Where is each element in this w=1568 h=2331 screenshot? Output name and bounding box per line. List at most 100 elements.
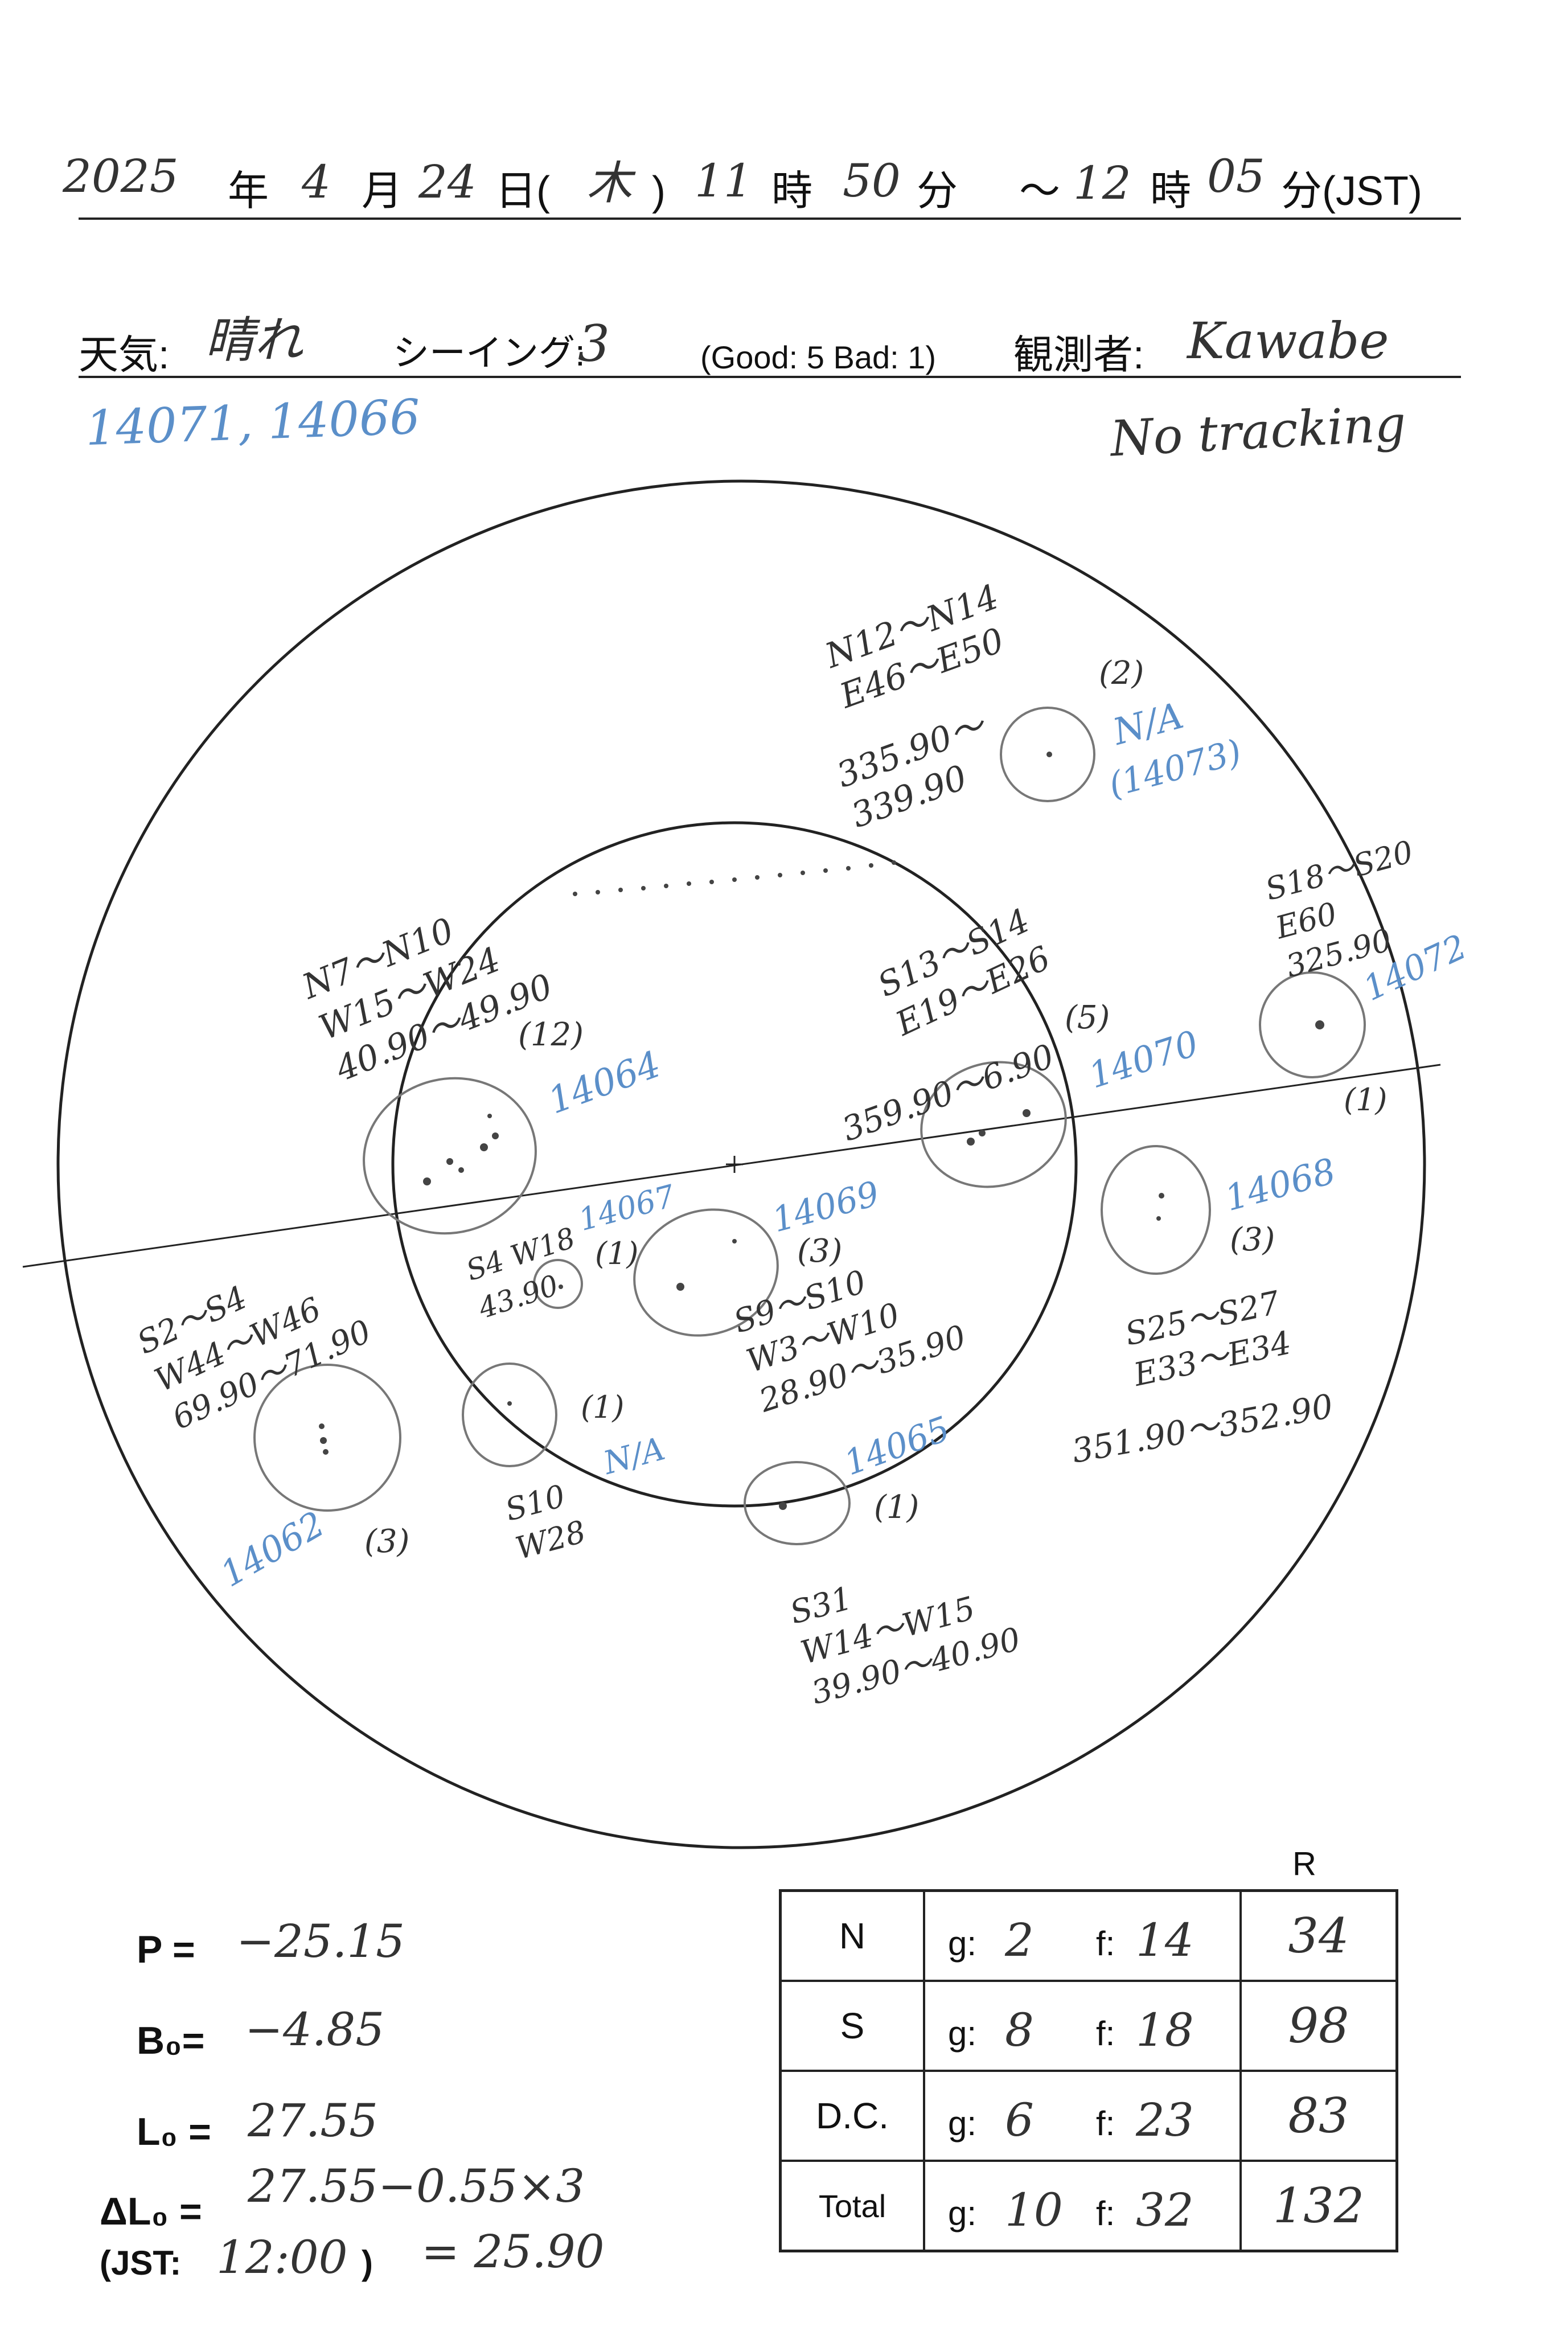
count-s9: (3) <box>797 1233 843 1270</box>
f-value: 32 <box>1136 2184 1194 2236</box>
end-min-unit: 分(JST) <box>1281 169 1422 214</box>
observer-value: Kawabe <box>1187 311 1389 370</box>
g-value: 6 <box>1005 2094 1034 2147</box>
r-value: 34 <box>1288 1908 1349 1964</box>
r-cell: 132 <box>1239 2160 1398 2252</box>
group-ellipse-14068 <box>1101 1145 1211 1275</box>
r-cell: 83 <box>1239 2070 1398 2162</box>
time-tilde: ～ <box>1019 169 1061 214</box>
jst-close: ) <box>362 2244 373 2282</box>
l0-value: 27.55 <box>248 2094 379 2147</box>
b0-value: −4.85 <box>245 2003 385 2056</box>
f-label: f: <box>1096 2104 1115 2143</box>
count-14068: (3) <box>1230 1221 1275 1258</box>
group-ellipse-s13 <box>920 1061 1067 1188</box>
weather-label: 天気: <box>79 333 170 377</box>
sunspot-count-table: N g: 2 f: 14 34 S g: 8 f: 18 98 D.C. g: … <box>779 1889 1398 2252</box>
observer-label: 観測者: <box>1013 333 1144 377</box>
g-label: g: <box>948 2104 977 2143</box>
row-label: Total <box>779 2160 925 2252</box>
b0-label: B₀= <box>137 2019 205 2062</box>
weekday-value: 木 <box>586 157 632 210</box>
group-ellipse-s31 <box>744 1461 851 1545</box>
l0-label: L₀ = <box>137 2110 211 2153</box>
r-cell: 34 <box>1239 1889 1398 1982</box>
start-hour-unit: 時 <box>771 169 813 214</box>
g-label: g: <box>948 1924 977 1963</box>
r-value: 83 <box>1288 2088 1349 2144</box>
row-label: N <box>779 1889 925 1982</box>
r-column-header: R <box>1292 1845 1316 1882</box>
outer-sun-disk <box>56 479 1426 1849</box>
sunspot-sketch <box>22 479 1441 1849</box>
g-value: 2 <box>1005 1914 1034 1967</box>
spot-groups <box>253 707 1366 1545</box>
p-label: P = <box>137 1928 195 1971</box>
seeing-value: 3 <box>578 314 610 373</box>
f-label: f: <box>1096 2014 1115 2053</box>
r-value: 98 <box>1288 1998 1349 2054</box>
r-cell: 98 <box>1239 1980 1398 2072</box>
group-ellipse-n7 <box>363 1077 537 1235</box>
count-s10: (1) <box>581 1389 625 1425</box>
jst-label: (JST: <box>100 2244 182 2282</box>
g-label: g: <box>948 2014 977 2053</box>
count-s13: (5) <box>1065 999 1110 1036</box>
dotted-limb-marks <box>573 860 896 896</box>
table-row: D.C. g: 6 f: 23 83 <box>779 2070 1398 2162</box>
table-row: N g: 2 f: 14 34 <box>779 1889 1398 1982</box>
group-spot-cell: g: 6 f: 23 <box>923 2070 1242 2162</box>
seeing-label: シーイング: <box>393 333 585 374</box>
month-unit: 月 <box>362 169 403 214</box>
count-s31: (1) <box>874 1489 920 1526</box>
group-ellipse-s18 <box>1259 971 1366 1078</box>
inner-reference-circle <box>391 821 1078 1508</box>
count-s18: (1) <box>1344 1082 1388 1118</box>
group-ellipse-s4 <box>533 1259 583 1309</box>
f-value: 14 <box>1136 1914 1194 1967</box>
end-hour-unit: 時 <box>1150 169 1192 214</box>
day-value: 24 <box>418 155 477 208</box>
dl0-label: ΔL₀ = <box>100 2190 202 2233</box>
group-ellipse-s9 <box>633 1208 779 1337</box>
seeing-scale-note: (Good: 5 Bad: 1) <box>700 339 937 375</box>
dl0-expression: 27.55−0.55×3 <box>248 2160 585 2213</box>
spot-dots <box>319 752 1324 1510</box>
r-value: 132 <box>1273 2178 1365 2234</box>
f-value: 18 <box>1136 2004 1194 2057</box>
day-unit: 日( <box>495 169 550 214</box>
group-ellipse-s10 <box>462 1363 557 1467</box>
weather-value: 晴れ <box>205 312 303 369</box>
month-value: 4 <box>302 155 331 208</box>
count-n7: (12) <box>518 1016 584 1053</box>
conditions-rule <box>79 376 1461 378</box>
group-ellipse-n12 <box>1000 707 1095 802</box>
end-hour-value: 12 <box>1073 157 1131 210</box>
group-ellipse-s2 <box>253 1364 401 1512</box>
count-n12: (2) <box>1099 655 1144 692</box>
year-value: 2025 <box>63 150 179 203</box>
header-rule <box>79 217 1461 220</box>
group-spot-cell: g: 2 f: 14 <box>923 1889 1242 1982</box>
start-min-unit: 分 <box>917 169 958 214</box>
g-label: g: <box>948 2194 977 2232</box>
count-s2: (3) <box>364 1523 410 1560</box>
start-min-value: 50 <box>843 154 901 207</box>
row-label: S <box>779 1980 925 2072</box>
end-min-value: 05 <box>1207 150 1265 203</box>
g-value: 10 <box>1005 2184 1063 2236</box>
equator-line <box>22 1064 1441 1268</box>
count-s4: (1) <box>595 1236 639 1271</box>
f-label: f: <box>1096 2194 1115 2232</box>
year-unit: 年 <box>228 169 269 214</box>
group-spot-cell: g: 8 f: 18 <box>923 1980 1242 2072</box>
g-value: 8 <box>1005 2004 1034 2057</box>
row-label: D.C. <box>779 2070 925 2162</box>
start-hour-value: 11 <box>695 154 753 207</box>
table-row: Total g: 10 f: 32 132 <box>779 2160 1398 2252</box>
p-value: −25.15 <box>236 1915 405 1968</box>
dl0-result: = 25.90 <box>421 2225 605 2278</box>
jst-value: 12:00 <box>216 2231 348 2284</box>
weekday-close: ) <box>652 169 666 214</box>
table-row: S g: 8 f: 18 98 <box>779 1980 1398 2072</box>
